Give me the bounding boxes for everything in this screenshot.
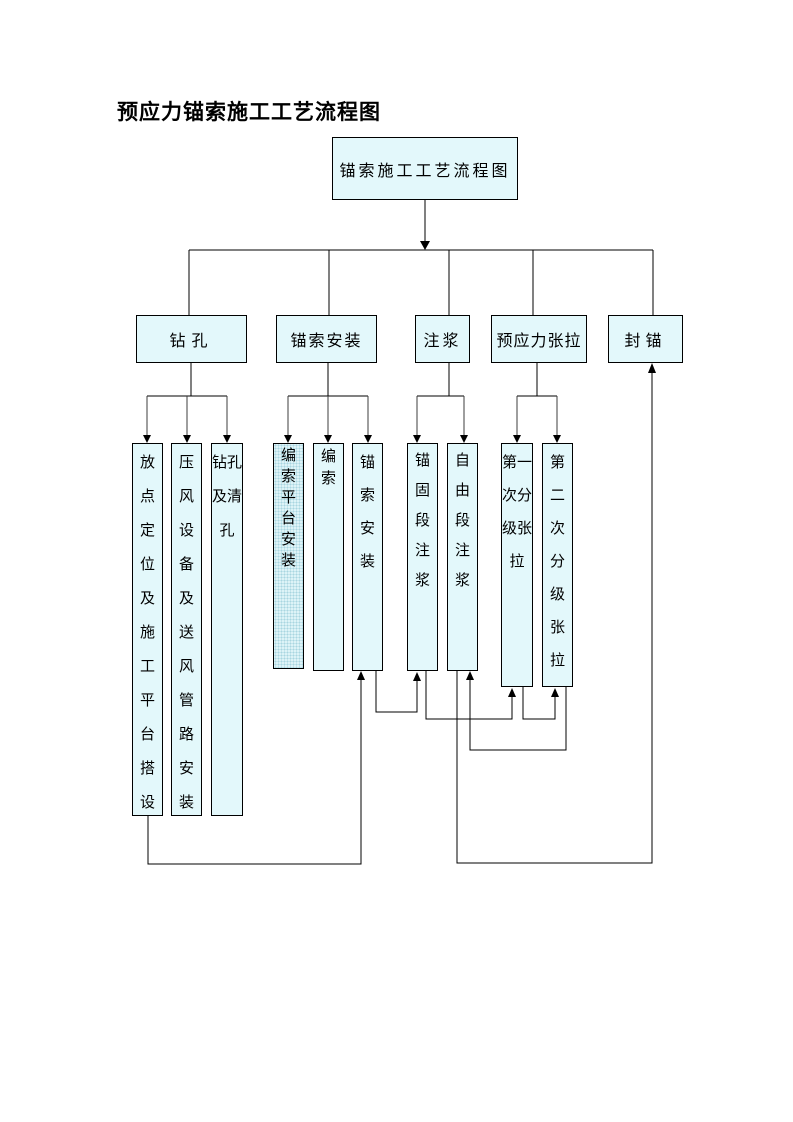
arrowhead-up [648, 363, 656, 373]
stage-box-prestress-tensioning: 预应力张拉 [491, 315, 587, 363]
arrowhead-down [420, 241, 430, 250]
substep-box-survey-platform: 放点定位及施工平台搭设 [132, 443, 163, 816]
arrowhead-up [508, 688, 516, 697]
substep-box-second-stage-tensioning: 第二次分级张拉 [542, 443, 573, 687]
arrowhead-down [513, 435, 521, 443]
arrowhead-up [413, 672, 421, 681]
arrowhead-up [357, 671, 365, 680]
stage-box-anchor-cable-install: 锚索安装 [276, 315, 377, 363]
connector-line [147, 679, 362, 865]
substep-box-first-stage-tensioning: 第一次分级张拉 [501, 443, 533, 687]
connector-line [425, 671, 513, 720]
substep-box-cable-installation: 锚索安装 [352, 443, 383, 671]
arrowhead-up [466, 671, 474, 680]
substep-box-bond-segment-grouting: 锚固段注浆 [407, 443, 438, 671]
connector-line [522, 687, 556, 720]
page-title: 预应力锚索施工工艺流程图 [117, 101, 381, 124]
flow-node-root: 锚索施工工艺流程图 [332, 137, 518, 200]
stage-box-drilling: 钻孔 [136, 315, 247, 363]
connector-line [375, 671, 418, 713]
arrowhead-down [143, 435, 151, 443]
arrowhead-up [551, 688, 559, 697]
substep-box-drill-and-clean-hole: 钻孔及清孔 [211, 443, 243, 816]
connector-line [469, 679, 567, 751]
arrowhead-down [324, 435, 332, 443]
stage-box-grouting: 注浆 [415, 315, 470, 363]
substep-box-free-segment-grouting: 自由段注浆 [447, 443, 478, 671]
arrowhead-down [223, 435, 231, 443]
substep-box-air-equipment-piping: 压风设备及送风管路安装 [171, 443, 202, 816]
arrowhead-down [460, 435, 468, 443]
arrowhead-down [284, 435, 292, 443]
stage-box-anchor-sealing: 封锚 [608, 315, 683, 363]
substep-box-cable-weaving: 编索 [313, 443, 344, 671]
arrowhead-down [553, 435, 561, 443]
arrowhead-down [364, 435, 372, 443]
arrowhead-down [183, 435, 191, 443]
arrowhead-down [413, 435, 421, 443]
connector-line [456, 372, 653, 864]
substep-box-cable-weaving-platform: 编索平台安装 [273, 443, 304, 669]
